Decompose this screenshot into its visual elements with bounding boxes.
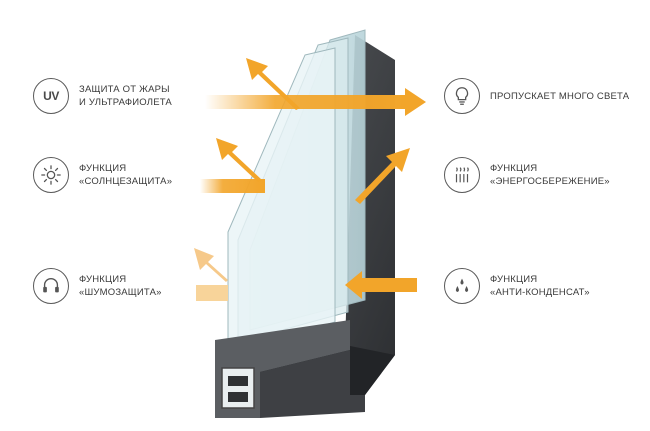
feature-sun-label: ФУНКЦИЯ «СОЛНЦЕЗАЩИТА»: [79, 163, 173, 187]
beam-condensate: [362, 278, 417, 292]
feature-noise-label: ФУНКЦИЯ «ШУМОЗАЩИТА»: [79, 274, 162, 298]
feature-energy: ФУНКЦИЯ «ЭНЕРГОСБЕРЕЖЕНИЕ»: [444, 157, 610, 193]
beam-light: [205, 95, 405, 109]
droplets-icon: [444, 268, 480, 304]
feature-condensate-label: ФУНКЦИЯ «АНТИ-КОНДЕНСАТ»: [490, 274, 590, 298]
feature-uv-label: ЗАЩИТА ОТ ЖАРЫ И УЛЬТРАФИОЛЕТА: [79, 84, 172, 108]
feature-condensate: ФУНКЦИЯ «АНТИ-КОНДЕНСАТ»: [444, 268, 590, 304]
beam-noise: [196, 285, 228, 301]
feature-noise: ФУНКЦИЯ «ШУМОЗАЩИТА»: [33, 268, 162, 304]
heat-icon: [444, 157, 480, 193]
arrow-energy: [355, 148, 410, 204]
arrow-noise-reflect: [194, 248, 228, 282]
sun-icon: [33, 157, 69, 193]
lightbulb-icon: [444, 78, 480, 114]
arrow-light: [405, 88, 426, 116]
feature-uv: UV ЗАЩИТА ОТ ЖАРЫ И УЛЬТРАФИОЛЕТА: [33, 78, 172, 114]
uv-icon: UV: [33, 78, 69, 114]
arrow-sun-reflect: [216, 138, 262, 182]
feature-light-label: ПРОПУСКАЕТ МНОГО СВЕТА: [490, 90, 630, 102]
feature-light: ПРОПУСКАЕТ МНОГО СВЕТА: [444, 78, 629, 114]
beam-sun: [200, 179, 265, 193]
headphones-icon: [33, 268, 69, 304]
feature-energy-label: ФУНКЦИЯ «ЭНЕРГОСБЕРЕЖЕНИЕ»: [490, 163, 610, 187]
arrow-condensate: [345, 271, 362, 299]
feature-sun: ФУНКЦИЯ «СОЛНЦЕЗАЩИТА»: [33, 157, 172, 193]
